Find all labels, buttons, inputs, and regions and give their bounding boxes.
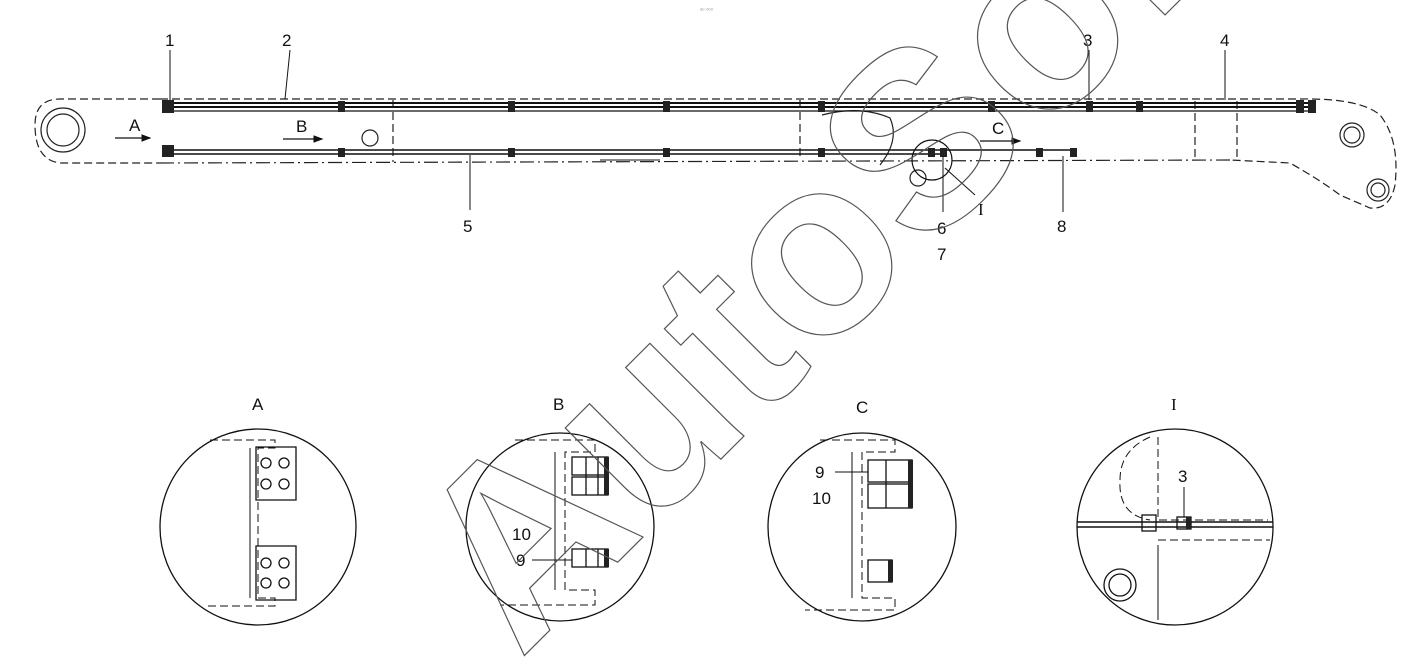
detail-b-callout-10: 10 — [512, 525, 531, 544]
detail-ref-i: I — [978, 200, 984, 219]
callout-6: 6 — [937, 219, 946, 238]
detail-i-title: I — [1171, 395, 1177, 414]
callout-5: 5 — [463, 217, 472, 236]
view-arrow-b-label: B — [296, 117, 307, 136]
detail-b-fill — [604, 457, 609, 567]
leader-lines — [169, 49, 1226, 212]
top-marker: ᵃᵒ ᵒᵒᵒ — [700, 8, 714, 14]
callout-7: 7 — [937, 245, 946, 264]
view-arrow-a-label: A — [129, 116, 141, 135]
callout-1: 1 — [165, 31, 174, 50]
detail-c-callout-9: 9 — [815, 463, 824, 482]
detail-c-title: C — [856, 398, 868, 417]
lower-clamps — [162, 145, 1077, 157]
detail-c — [767, 432, 957, 622]
detail-i-fill — [1186, 517, 1191, 529]
view-arrows — [115, 134, 1022, 145]
detail-b-title: B — [553, 395, 564, 414]
callout-2: 2 — [282, 31, 291, 50]
hose-lines — [165, 102, 1315, 161]
detail-i — [1076, 428, 1274, 626]
detail-c-callout-10: 10 — [812, 489, 831, 508]
detail-c-fill — [888, 460, 913, 582]
callout-3: 3 — [1083, 31, 1092, 50]
upper-clamps — [162, 100, 1316, 113]
boom-outline — [34, 98, 1397, 209]
detail-a — [159, 428, 357, 626]
detail-b-callout-9: 9 — [516, 551, 525, 570]
detail-b — [465, 432, 655, 622]
detail-i-callout-3: 3 — [1178, 467, 1187, 486]
view-arrow-c-label: C — [992, 119, 1004, 138]
callout-8: 8 — [1057, 217, 1066, 236]
detail-a-title: A — [252, 395, 264, 414]
callout-4: 4 — [1220, 31, 1229, 50]
